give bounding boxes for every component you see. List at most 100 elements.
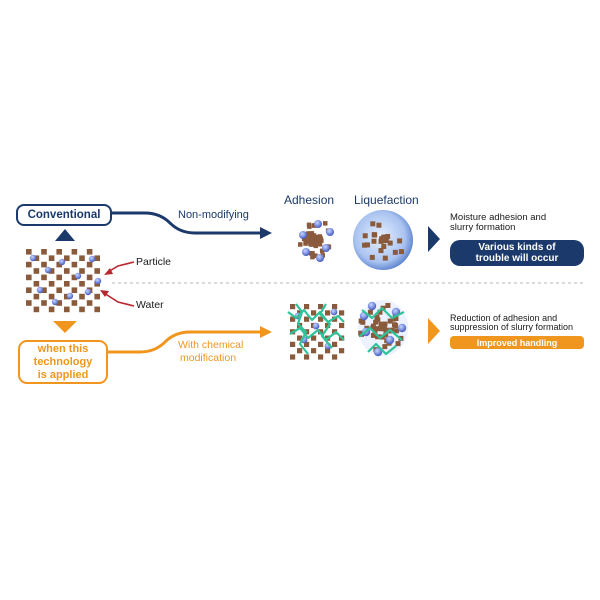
- particle-square: [393, 315, 399, 321]
- modified-particle-grid: [287, 303, 345, 360]
- water-droplet: [299, 231, 307, 239]
- particle-square: [306, 231, 311, 236]
- particle-square: [71, 287, 78, 293]
- water-droplet: [397, 323, 407, 333]
- particle-square: [309, 231, 315, 236]
- particle-square: [391, 322, 397, 328]
- particle-square: [304, 316, 310, 322]
- particle-square: [311, 240, 317, 246]
- water-droplet: [88, 255, 96, 263]
- particle-square: [48, 281, 55, 287]
- particle-square: [364, 242, 370, 248]
- with-chemical-label-line2: modification: [180, 352, 237, 364]
- particle-square: [380, 326, 386, 332]
- particle-square: [387, 318, 393, 324]
- particle-square: [394, 328, 400, 334]
- particle-square: [26, 300, 32, 306]
- particle-square: [315, 234, 320, 240]
- particle-square: [385, 302, 391, 308]
- modifier-chain: [361, 306, 405, 320]
- particle-square: [64, 281, 70, 287]
- particle-square: [64, 268, 70, 274]
- particle-square: [71, 274, 78, 281]
- particle-square: [332, 354, 338, 360]
- particle-square: [64, 293, 70, 300]
- particle-square: [41, 249, 47, 255]
- improved-handling-label: Improved handling: [476, 337, 558, 348]
- particle-square: [318, 341, 324, 347]
- particle-square: [387, 240, 393, 246]
- non-modifying-label: Non-modifying: [178, 209, 249, 221]
- modifier-chain: [289, 326, 345, 342]
- particle-square: [377, 309, 383, 315]
- particle-square: [33, 255, 40, 261]
- particle-square: [376, 222, 382, 228]
- particle-square: [86, 249, 93, 255]
- particle-square: [26, 261, 32, 268]
- conventional-label: Conventional: [27, 209, 101, 221]
- modifier-chain: [367, 342, 397, 356]
- particle-square: [371, 238, 377, 244]
- particle-square: [79, 255, 85, 261]
- particle-square: [306, 222, 312, 228]
- liquefaction-header: Liquefaction: [354, 193, 419, 207]
- particle-square: [378, 248, 384, 254]
- particle-square: [318, 316, 324, 322]
- particle-square: [48, 293, 55, 300]
- trouble-badge-line1: Various kinds of: [478, 242, 556, 253]
- particle-square: [322, 221, 328, 226]
- particle-square: [311, 335, 317, 341]
- particle-square: [94, 268, 100, 274]
- water-droplet: [316, 254, 324, 262]
- water-droplet: [66, 292, 74, 300]
- particle-square: [86, 261, 93, 268]
- particle-square: [339, 310, 345, 316]
- particle-square: [317, 242, 323, 247]
- particle-square: [318, 304, 324, 310]
- particle-square: [298, 242, 303, 247]
- conventional-arrowhead: [260, 227, 272, 239]
- particle-square: [339, 348, 345, 354]
- modifier-chain: [287, 308, 345, 324]
- trouble-badge: Various kinds of trouble will occur: [450, 240, 584, 266]
- particle-square: [339, 322, 345, 329]
- particle-square: [56, 274, 62, 281]
- particle-square: [374, 326, 380, 332]
- particle-square: [41, 261, 47, 268]
- water-droplet: [51, 298, 59, 306]
- particle-square: [79, 281, 85, 287]
- particle-square: [290, 304, 296, 310]
- particle-square: [26, 249, 32, 255]
- particle-square: [358, 330, 364, 336]
- particle-square: [313, 253, 318, 258]
- particle-square: [314, 239, 320, 244]
- particle-square: [367, 309, 373, 315]
- particle-square: [56, 249, 62, 255]
- particle-square: [313, 243, 319, 249]
- water-droplet: [58, 258, 66, 266]
- particle-square: [94, 306, 100, 313]
- particle-square: [297, 335, 303, 341]
- bottom-outcome-line1: Reduction of adhesion and: [450, 313, 558, 323]
- modifier-chain: [295, 303, 309, 355]
- particle-square: [318, 236, 323, 241]
- particle-square: [48, 306, 55, 313]
- conventional-box: Conventional: [16, 204, 112, 226]
- particle-square: [381, 243, 387, 249]
- particle-square: [373, 319, 379, 325]
- particle-square: [290, 316, 296, 322]
- particle-square: [290, 354, 296, 360]
- modified-liquefaction-cluster: [358, 301, 407, 357]
- particle-square: [304, 354, 310, 360]
- particle-square: [304, 304, 310, 310]
- particle-square: [307, 236, 313, 242]
- water-label: Water: [136, 299, 164, 311]
- particle-square: [64, 306, 70, 313]
- particle-square: [71, 300, 78, 306]
- water-droplet: [84, 288, 92, 296]
- particle-square: [297, 348, 303, 354]
- particle-square: [362, 233, 368, 239]
- particle-pointer-head: [104, 268, 113, 275]
- particle-square: [41, 300, 47, 306]
